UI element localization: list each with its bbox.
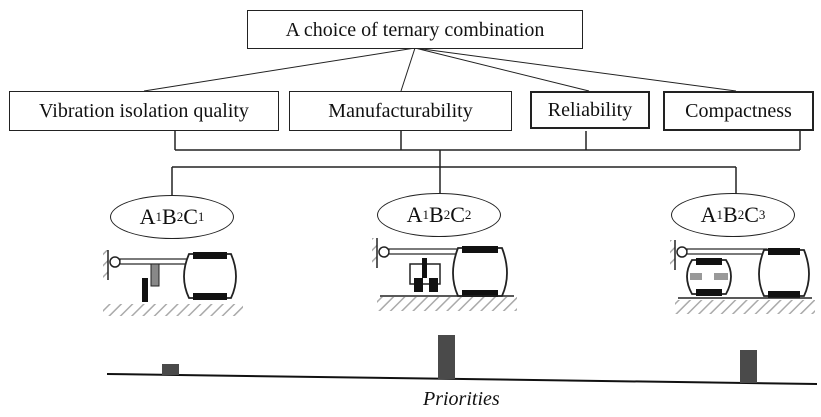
mechanism-sketch-c2 bbox=[372, 238, 517, 311]
priority-bar-a1b2c1 bbox=[162, 363, 179, 375]
criterion-label: Manufacturability bbox=[328, 100, 473, 122]
priority-bar-a1b2c2 bbox=[438, 334, 455, 379]
criterion-label: Vibration isolation quality bbox=[39, 100, 249, 122]
priority-axis-line bbox=[106, 373, 818, 385]
criterion-reliability: Reliability bbox=[530, 91, 650, 129]
root-node: A choice of ternary combination bbox=[247, 10, 583, 49]
criterion-label: Reliability bbox=[547, 99, 633, 121]
priority-bar-a1b2c3 bbox=[740, 350, 757, 384]
mechanism-sketch-c1 bbox=[103, 250, 243, 316]
criterion-label: Compactness bbox=[685, 100, 792, 122]
priorities-axis-label: Priorities bbox=[423, 388, 500, 410]
criterion-vibration-isolation-quality: Vibration isolation quality bbox=[9, 91, 279, 131]
root-label: A choice of ternary combination bbox=[285, 18, 545, 41]
criterion-compactness: Compactness bbox=[663, 91, 814, 131]
criterion-manufacturability: Manufacturability bbox=[289, 91, 512, 131]
mechanism-sketch-c3 bbox=[670, 240, 815, 314]
